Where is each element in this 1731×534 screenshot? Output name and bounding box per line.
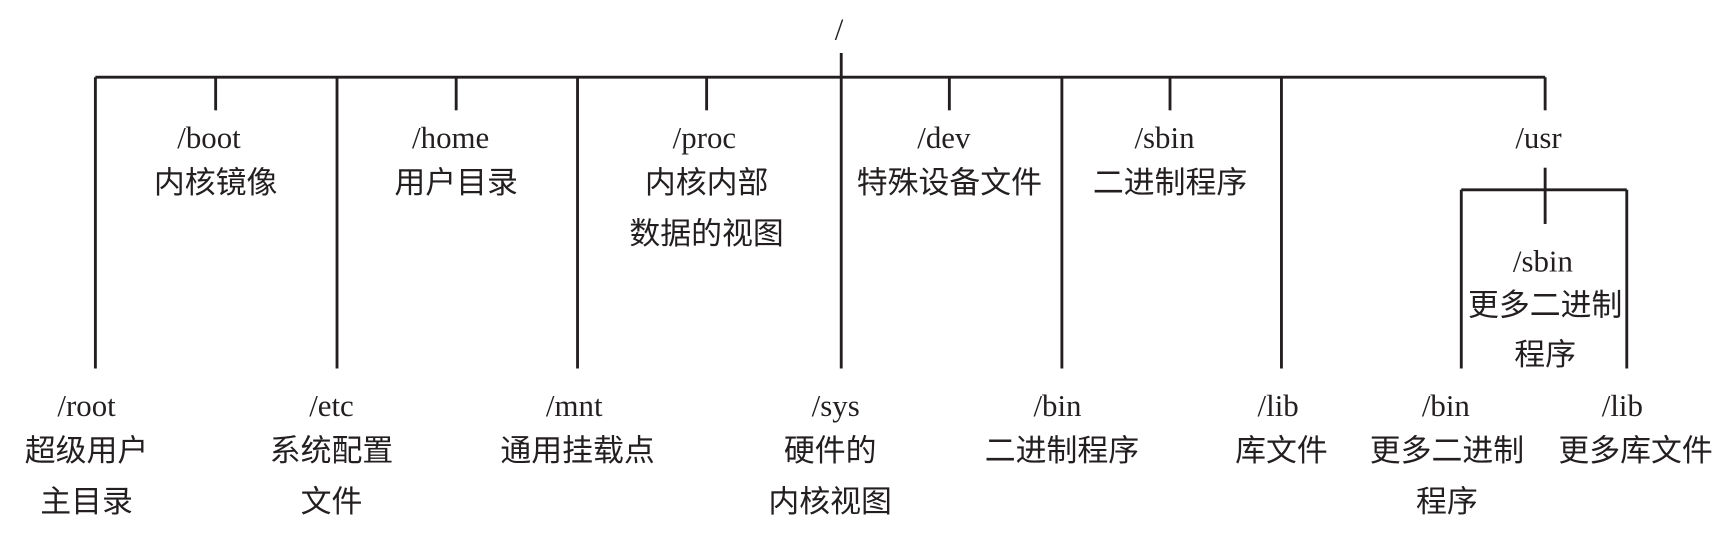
node-name: /root bbox=[57, 388, 116, 423]
node-description: 硬件的 bbox=[784, 433, 877, 468]
node-description: 数据的视图 bbox=[629, 216, 783, 251]
node-usr: /usr bbox=[1515, 120, 1562, 155]
node-name: /sbin bbox=[1134, 120, 1194, 155]
node-sbin: /sbin 二进制程序 bbox=[1093, 120, 1247, 200]
node-description: 更多库文件 bbox=[1558, 433, 1712, 468]
node-description: 系统配置 bbox=[270, 433, 394, 468]
node-description: 内核镜像 bbox=[154, 165, 278, 200]
node-description: 文件 bbox=[301, 484, 363, 519]
node-sys: /sys 硬件的 内核视图 bbox=[768, 388, 892, 519]
node-proc: /proc 内核内部 数据的视图 bbox=[629, 120, 783, 251]
node-home: /home 用户目录 bbox=[394, 120, 518, 200]
node-name: /dev bbox=[917, 120, 971, 155]
node-name: /proc bbox=[673, 120, 736, 155]
node-description: 内核视图 bbox=[768, 484, 892, 519]
node-description: 二进制程序 bbox=[985, 433, 1139, 468]
node-name: /boot bbox=[177, 120, 241, 155]
node-description: 更多二进制 bbox=[1468, 288, 1622, 323]
node-description: 程序 bbox=[1514, 337, 1576, 372]
node-mnt: /mnt 通用挂载点 bbox=[500, 388, 654, 468]
node-name: /usr bbox=[1515, 120, 1562, 155]
node-description: 超级用户 bbox=[25, 433, 148, 468]
node-name: /lib bbox=[1258, 388, 1299, 423]
node-name: /lib bbox=[1602, 388, 1643, 423]
node-name: /mnt bbox=[546, 388, 603, 423]
node-usr-lib: /lib 更多库文件 bbox=[1558, 388, 1712, 468]
node-description: 内核内部 bbox=[645, 165, 769, 200]
node-usr-bin: /bin 更多二进制 程序 bbox=[1370, 388, 1524, 519]
node-root: /root 超级用户 主目录 bbox=[25, 388, 148, 519]
node-description: 程序 bbox=[1416, 484, 1478, 519]
node-name: /bin bbox=[1422, 388, 1470, 423]
node-dev: /dev 特殊设备文件 bbox=[857, 120, 1042, 200]
node-description: 库文件 bbox=[1235, 433, 1328, 468]
node-bin: /bin 二进制程序 bbox=[985, 388, 1139, 468]
node-boot: /boot 内核镜像 bbox=[154, 120, 278, 200]
connector-lines bbox=[93, 52, 1629, 369]
node-description: 特殊设备文件 bbox=[857, 165, 1042, 200]
node-name: /sbin bbox=[1513, 243, 1573, 278]
root-node-label: / bbox=[835, 12, 844, 47]
node-etc: /etc 系统配置 文件 bbox=[270, 388, 394, 519]
node-name: /etc bbox=[309, 388, 354, 423]
node-lib: /lib 库文件 bbox=[1235, 388, 1328, 468]
node-usr-sbin: /sbin 更多二进制 程序 bbox=[1468, 243, 1622, 372]
node-description: 更多二进制 bbox=[1370, 433, 1524, 468]
node-name: /bin bbox=[1033, 388, 1081, 423]
node-description: 主目录 bbox=[40, 484, 133, 519]
node-description: 通用挂载点 bbox=[500, 433, 654, 468]
node-description: 用户目录 bbox=[394, 165, 518, 200]
node-name: /sys bbox=[812, 388, 860, 423]
node-description: 二进制程序 bbox=[1093, 165, 1247, 200]
node-name: /home bbox=[412, 120, 489, 155]
